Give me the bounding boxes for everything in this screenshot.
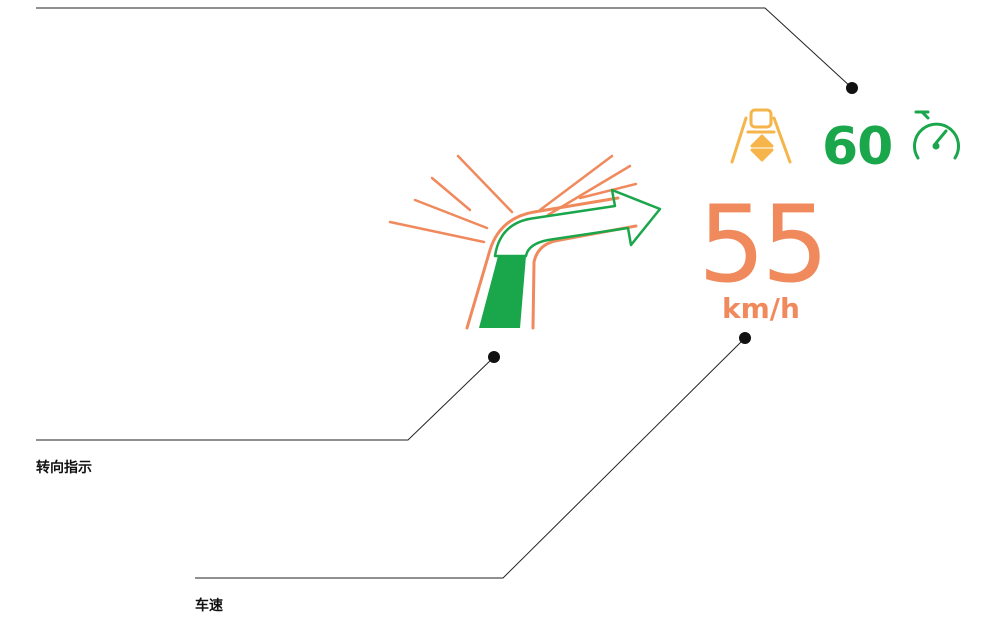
turn-arrow-icon [390, 156, 660, 328]
current-speed-value: 55 [698, 183, 825, 306]
top-callout-line [36, 8, 852, 88]
turn-callout-dot [488, 351, 500, 363]
speed-unit: km/h [722, 292, 800, 325]
lane-keep-assist-icon [732, 110, 790, 162]
vehicle-speed-label: 车速 [195, 595, 223, 615]
top-callout-dot [846, 82, 858, 94]
speed-callout-dot [739, 332, 751, 344]
turn-indicator-label: 转向指示 [36, 457, 92, 477]
turn-callout-line [36, 357, 494, 440]
speed-callout-line [195, 338, 745, 578]
speedometer-icon [915, 112, 959, 158]
speed-limit-value: 60 [822, 117, 892, 177]
